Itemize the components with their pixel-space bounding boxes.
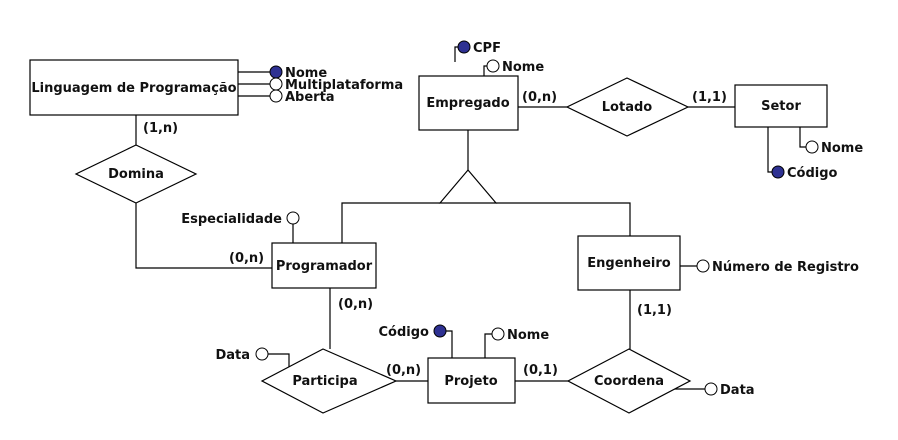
key-attribute-icon (269, 65, 283, 79)
svg-text:Nome: Nome (502, 60, 544, 75)
svg-text:Multiplataforma: Multiplataforma (285, 78, 403, 93)
attribute-coordena-data: Data (704, 382, 755, 398)
cardinality-setor-lotado: (1,1) (692, 90, 727, 105)
relationship-participa-label: Participa (292, 374, 357, 389)
relationship-coordena[interactable]: Coordena (566, 348, 692, 414)
relationship-coordena-label: Coordena (594, 374, 664, 389)
attribute-engenheiro-registro: Número de Registro (696, 259, 859, 275)
cardinality-programador-domina: (0,n) (229, 251, 264, 266)
attribute-icon (255, 347, 269, 361)
svg-text:Aberta: Aberta (285, 90, 335, 105)
attribute-projeto-codigo: Código (379, 324, 447, 340)
attribute-icon (696, 259, 710, 273)
relationship-lotado-label: Lotado (602, 100, 653, 115)
relationship-lotado[interactable]: Lotado (565, 77, 690, 137)
cardinality-projeto-participa: (0,n) (386, 363, 421, 378)
attribute-empregado-cpf: CPF (457, 40, 501, 56)
relationship-domina-label: Domina (108, 167, 164, 182)
attribute-icon (486, 59, 500, 73)
entity-programador-label: Programador (276, 259, 373, 274)
svg-text:Nome: Nome (821, 141, 863, 156)
cardinality-linguagem-domina: (1,n) (143, 121, 178, 136)
entity-projeto-label: Projeto (444, 374, 497, 389)
key-attribute-icon (771, 165, 785, 179)
attribute-icon (704, 382, 718, 396)
svg-text:Data: Data (215, 348, 250, 363)
entity-engenheiro-label: Engenheiro (587, 256, 670, 271)
cardinality-engenheiro-coordena: (1,1) (637, 303, 672, 318)
attribute-projeto-nome: Nome (491, 327, 549, 343)
key-attribute-icon (457, 40, 471, 54)
attribute-empregado-nome: Nome (486, 59, 544, 75)
attribute-icon (269, 89, 283, 103)
entity-programador[interactable]: Programador (271, 242, 377, 289)
relationship-domina[interactable]: Domina (74, 144, 198, 204)
svg-text:Nome: Nome (285, 66, 327, 81)
svg-text:Número de Registro: Número de Registro (712, 260, 859, 275)
entity-engenheiro[interactable]: Engenheiro (577, 235, 681, 291)
attribute-programador-especialidade: Especialidade (181, 211, 300, 227)
svg-text:Código: Código (379, 325, 430, 340)
attribute-icon (491, 327, 505, 341)
attribute-setor-codigo: Código (771, 165, 838, 181)
specialization-triangle (438, 169, 498, 204)
entity-projeto[interactable]: Projeto (427, 357, 516, 404)
connector-lines (135, 46, 806, 390)
svg-text:Nome: Nome (507, 328, 549, 343)
attribute-setor-nome: Nome (805, 140, 863, 156)
cardinality-programador-participa: (0,n) (338, 297, 373, 312)
attribute-icon (286, 211, 300, 225)
cardinality-empregado-lotado: (0,n) (522, 90, 557, 105)
attribute-linguagem-aberta: Aberta (269, 89, 335, 105)
svg-text:Especialidade: Especialidade (181, 212, 282, 227)
attribute-participa-data: Data (215, 347, 269, 363)
attribute-icon (269, 77, 283, 91)
entity-empregado-label: Empregado (426, 96, 509, 111)
svg-text:CPF: CPF (473, 41, 501, 56)
entity-setor-label: Setor (761, 99, 801, 114)
key-attribute-icon (433, 324, 447, 338)
entity-empregado[interactable]: Empregado (418, 75, 519, 131)
svg-text:Data: Data (720, 383, 755, 398)
entity-setor[interactable]: Setor (734, 84, 828, 128)
cardinality-projeto-coordena: (0,1) (523, 363, 558, 378)
svg-text:Código: Código (787, 166, 838, 181)
relationship-participa[interactable]: Participa (260, 348, 398, 414)
entity-linguagem-label: Linguagem de Programação (31, 81, 236, 96)
entity-linguagem[interactable]: Linguagem de Programação (29, 59, 239, 116)
attribute-linguagem-nome: Nome (269, 65, 327, 81)
attribute-icon (805, 140, 819, 154)
attribute-linguagem-multiplataforma: Multiplataforma (269, 77, 403, 93)
